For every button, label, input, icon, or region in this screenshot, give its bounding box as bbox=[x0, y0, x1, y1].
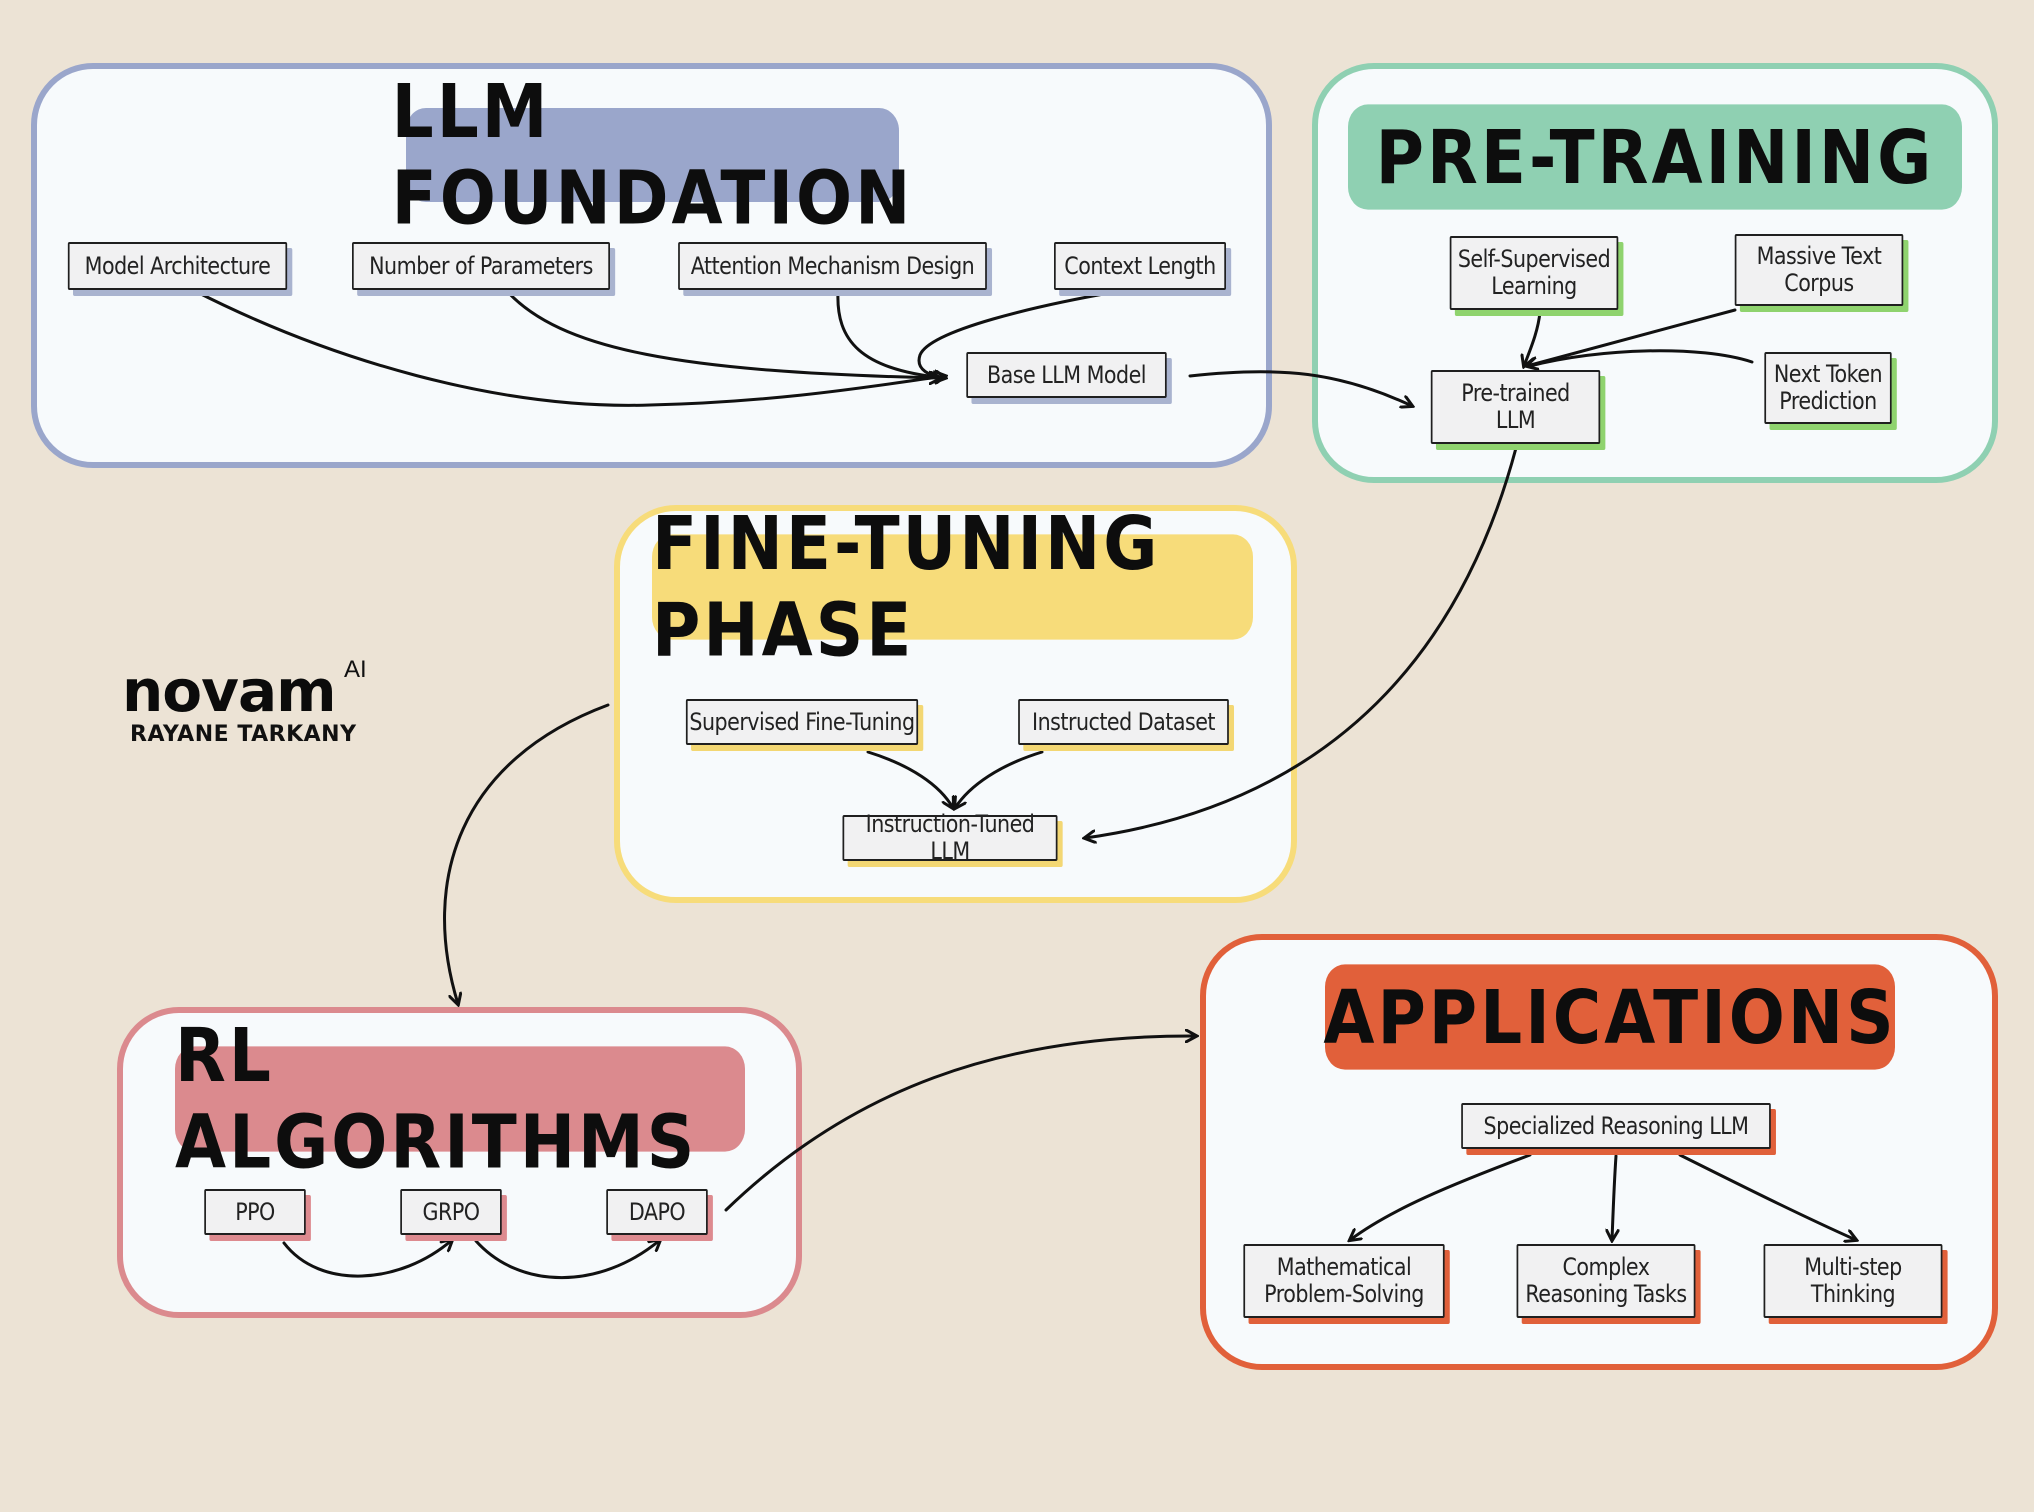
node-base-llm-model[interactable]: Base LLM Model bbox=[966, 352, 1167, 398]
title-pre-training: Pre-Training bbox=[1348, 104, 1962, 210]
edge-finetuning-to-rl bbox=[443, 703, 610, 1004]
node-next-token-prediction[interactable]: Next Token Prediction bbox=[1764, 352, 1892, 424]
node-instruction-tuned-llm[interactable]: Instruction-Tuned LLM bbox=[842, 811, 1058, 865]
title-fine-tuning: Fine-Tuning Phase bbox=[652, 501, 1253, 673]
logo-superscript: AI bbox=[344, 656, 367, 683]
node-self-supervised-learning[interactable]: Self-Supervised Learning bbox=[1449, 236, 1619, 310]
title-rl-algorithms: RL Algorithms bbox=[175, 1013, 745, 1185]
logo: novam AI RAYANE TARKANY bbox=[122, 656, 382, 747]
node-dapo[interactable]: DAPO bbox=[606, 1189, 708, 1235]
node-supervised-fine-tuning[interactable]: Supervised Fine-Tuning bbox=[685, 699, 919, 745]
node-massive-text-corpus[interactable]: Massive Text Corpus bbox=[1734, 234, 1904, 306]
title-applications: Applications bbox=[1323, 964, 1895, 1070]
node-complex-reasoning-tasks[interactable]: Complex Reasoning Tasks bbox=[1516, 1244, 1696, 1318]
node-attention-mechanism-design[interactable]: Attention Mechanism Design bbox=[678, 242, 987, 290]
node-mathematical-problem-solving[interactable]: Mathematical Problem-Solving bbox=[1243, 1244, 1445, 1318]
node-number-of-parameters[interactable]: Number of Parameters bbox=[352, 242, 610, 290]
node-ppo[interactable]: PPO bbox=[204, 1189, 306, 1235]
node-instructed-dataset[interactable]: Instructed Dataset bbox=[1018, 699, 1229, 745]
node-context-length[interactable]: Context Length bbox=[1054, 242, 1226, 290]
node-specialized-reasoning-llm[interactable]: Specialized Reasoning LLM bbox=[1461, 1103, 1771, 1149]
node-multi-step-thinking[interactable]: Multi-step Thinking bbox=[1763, 1244, 1943, 1318]
node-model-architecture[interactable]: Model Architecture bbox=[67, 242, 288, 290]
node-pretrained-llm[interactable]: Pre-trained LLM bbox=[1430, 370, 1601, 444]
node-grpo[interactable]: GRPO bbox=[400, 1189, 502, 1235]
logo-author: RAYANE TARKANY bbox=[130, 722, 357, 747]
logo-brand: novam bbox=[122, 657, 337, 725]
title-llm-foundation: LLM Foundation bbox=[391, 68, 914, 242]
